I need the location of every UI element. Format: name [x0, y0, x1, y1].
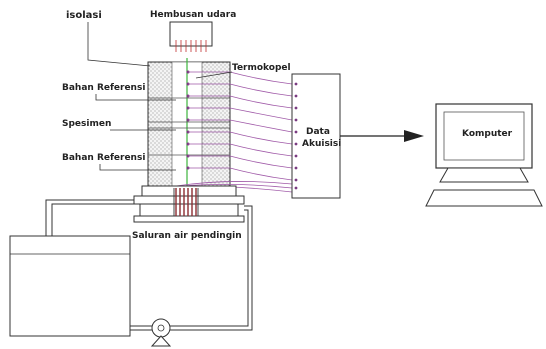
air-blower	[169, 21, 213, 52]
cooling-fins-outline	[173, 188, 199, 216]
leader-isolasi	[87, 22, 151, 67]
label-komputer: Komputer	[462, 129, 513, 139]
pump-icon	[150, 318, 172, 347]
label-data-akuisisi-1: Data	[306, 127, 330, 137]
label-saluran-air-pendingin: Saluran air pendingin	[132, 231, 242, 241]
daq-input-dots	[294, 82, 298, 190]
water-tank	[9, 235, 131, 337]
label-bahan-referensi-bottom: Bahan Referensi	[62, 153, 145, 163]
label-bahan-referensi-top: Bahan Referensi	[62, 83, 145, 93]
label-isolasi: isolasi	[66, 10, 102, 21]
label-spesimen: Spesimen	[62, 119, 111, 129]
cooling-fins	[175, 188, 197, 216]
label-termokopel: Termokopel	[232, 63, 291, 73]
thermocouple-wires	[175, 71, 293, 193]
cooling-pipes	[45, 199, 253, 331]
data-flow-arrow	[340, 130, 424, 142]
label-hembusan-udara: Hembusan udara	[150, 10, 236, 20]
label-data-akuisisi-2: Akuisisi	[302, 139, 341, 149]
computer-icon	[425, 103, 543, 207]
leader-termokopel	[195, 71, 233, 79]
leader-bahan-referensi-top	[95, 94, 176, 101]
data-acquisition-box	[291, 73, 341, 199]
cooling-block	[133, 185, 245, 223]
leader-bahan-referensi-bottom	[99, 164, 176, 171]
